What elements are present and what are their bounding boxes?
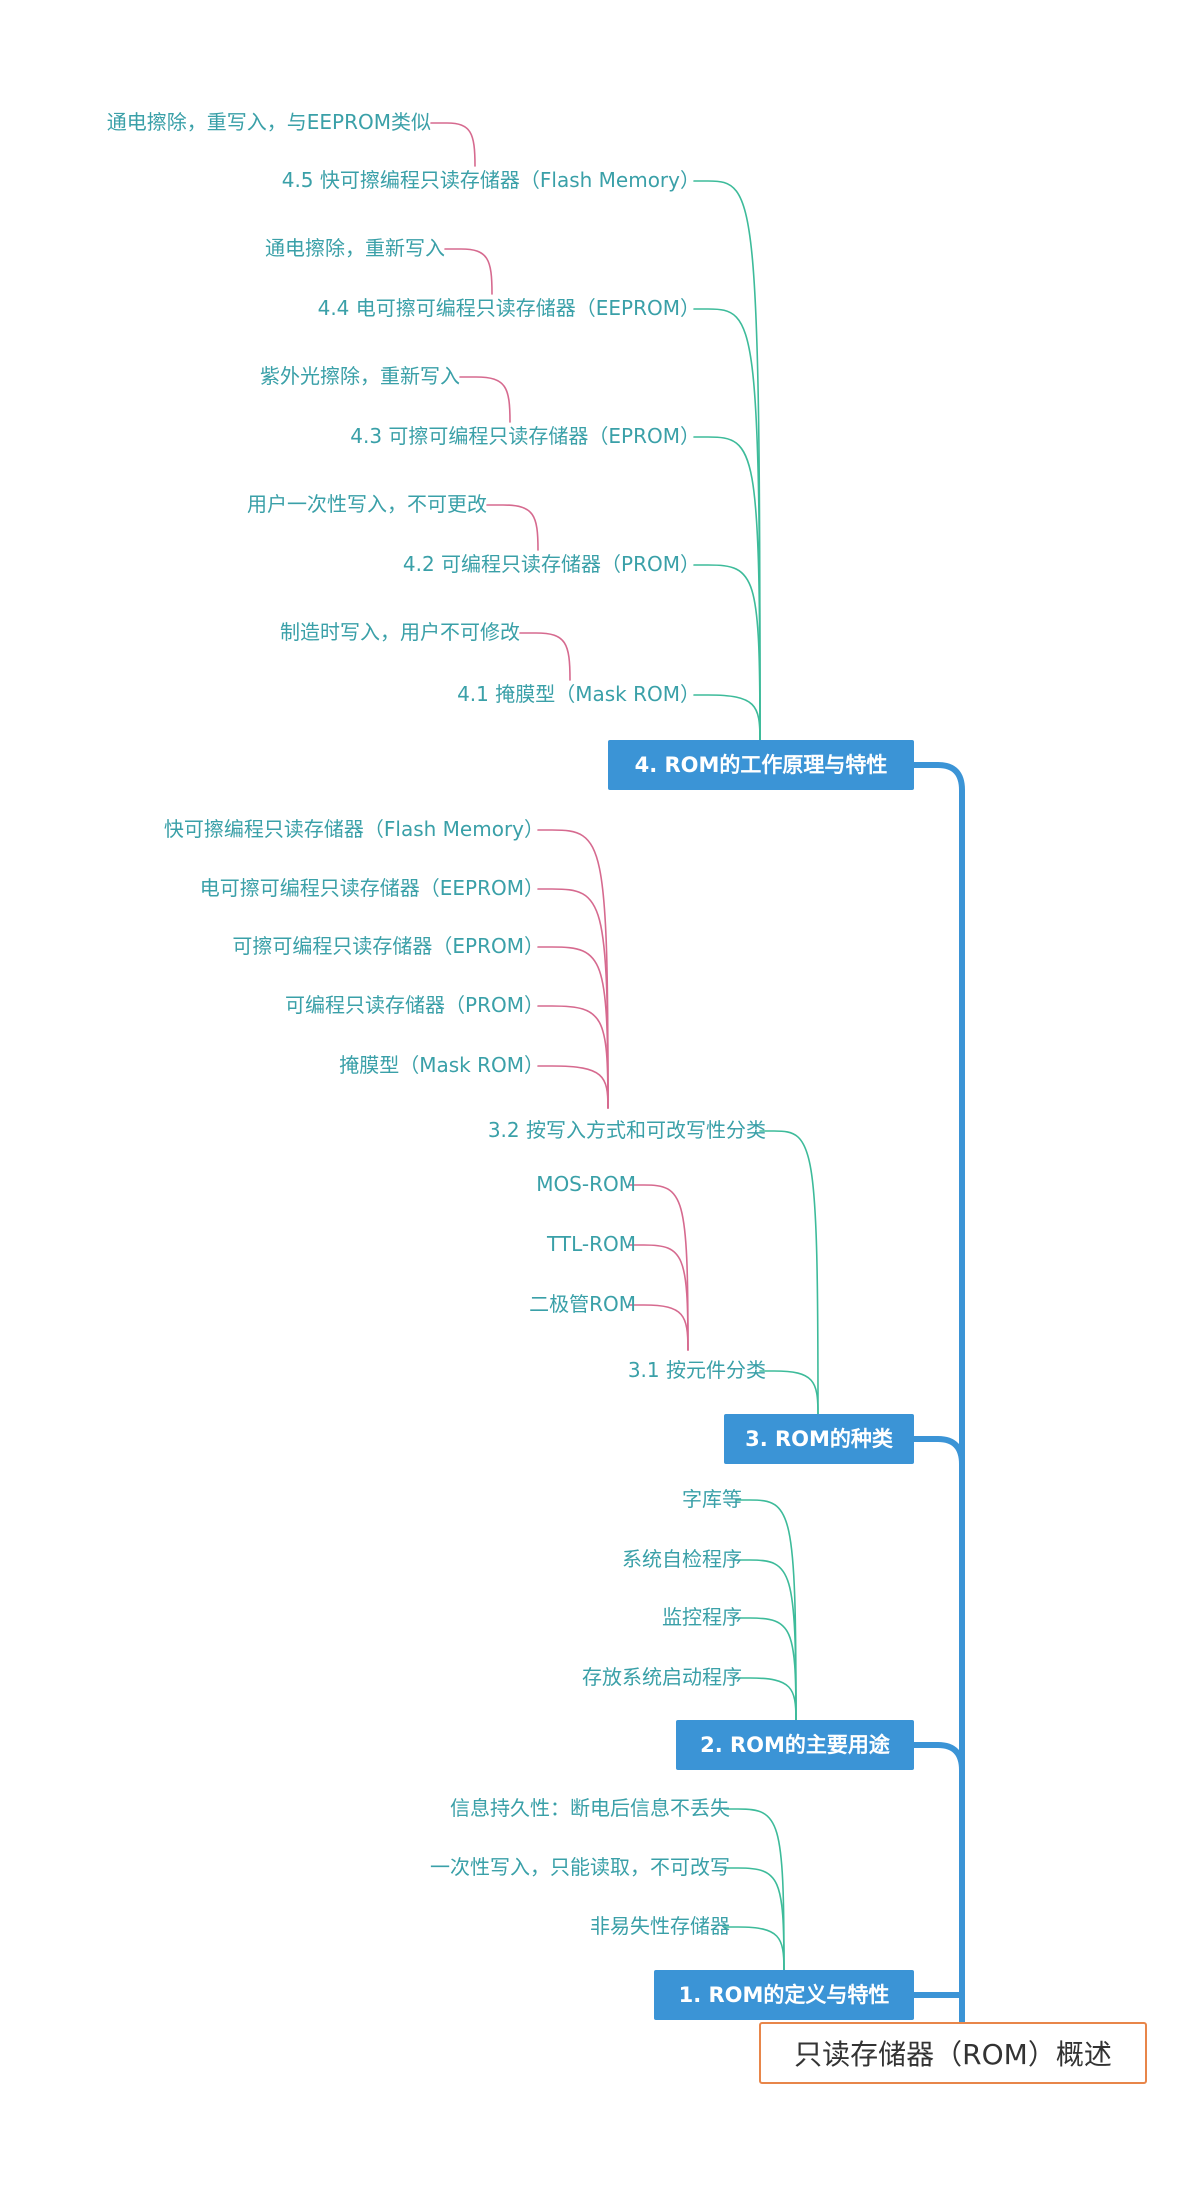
b4-note-link-0 [430,122,476,167]
b3-2-item-link-4 [537,1065,609,1109]
b3-link-3-1 [759,1370,819,1415]
branch-1-node[interactable]: 1. ROM的定义与特性 [654,1970,914,2020]
b4-link-1 [693,308,761,741]
b1-item-write-once[interactable]: 一次性写入，只能读取，不可改写 [430,1855,730,1879]
root-node[interactable]: 只读存储器（ROM）概述 [759,2022,1147,2084]
b2-item-font[interactable]: 字库等 [682,1487,742,1511]
b3-2-item-eeprom[interactable]: 电可擦可编程只读存储器（EEPROM） [199,876,544,900]
b4-note-link-4 [519,632,571,681]
b3-1-item-ttl[interactable]: TTL-ROM [547,1232,636,1256]
b4-note-4-3[interactable]: 紫外光擦除，重新写入 [260,364,460,388]
b1-link-2 [723,1926,785,1971]
b3-1-item-link-1 [629,1244,689,1351]
b3-sub-3-2[interactable]: 3.2 按写入方式和可改写性分类 [487,1118,766,1142]
b4-link-2 [693,436,761,741]
b4-link-0 [693,180,761,741]
b4-link-3 [693,564,761,741]
b2-item-selftest[interactable]: 系统自检程序 [622,1547,742,1571]
b4-sub-4-3[interactable]: 4.3 可擦可编程只读存储器（EPROM） [350,424,700,448]
b1-link-0 [723,1808,785,1971]
trunk-to-b4 [911,762,965,2025]
branch-3-node[interactable]: 3. ROM的种类 [724,1414,914,1464]
b3-2-item-prom[interactable]: 可编程只读存储器（PROM） [285,993,544,1017]
b2-link-1 [735,1559,797,1721]
b3-2-item-link-3 [537,1005,609,1109]
b2-item-boot[interactable]: 存放系统启动程序 [582,1665,742,1689]
trunk-to-b3 [911,1436,965,1467]
b3-1-item-link-2 [629,1304,689,1351]
b4-sub-4-1[interactable]: 4.1 掩膜型（Mask ROM） [457,682,700,706]
b3-1-item-link-0 [629,1184,689,1351]
b4-note-link-2 [459,376,511,423]
b2-link-3 [735,1677,797,1721]
b3-2-item-flash[interactable]: 快可擦编程只读存储器（Flash Memory） [163,817,544,841]
b4-note-4-1[interactable]: 制造时写入，用户不可修改 [280,620,520,644]
b2-item-monitor[interactable]: 监控程序 [662,1605,742,1629]
branch-4-node[interactable]: 4. ROM的工作原理与特性 [608,740,914,790]
b4-sub-4-4[interactable]: 4.4 电可擦可编程只读存储器（EEPROM） [317,296,700,320]
b4-link-4 [693,694,761,741]
b4-sub-4-2[interactable]: 4.2 可编程只读存储器（PROM） [402,552,700,576]
b4-note-link-1 [444,248,493,295]
b3-sub-3-1[interactable]: 3.1 按元件分类 [627,1358,766,1382]
b4-note-4-2[interactable]: 用户一次性写入，不可更改 [247,492,487,516]
b3-2-item-eprom[interactable]: 可擦可编程只读存储器（EPROM） [232,934,544,958]
b1-item-nonvolatile[interactable]: 非易失性存储器 [590,1914,730,1938]
b3-2-item-mask[interactable]: 掩膜型（Mask ROM） [339,1053,544,1077]
b1-item-persistence[interactable]: 信息持久性：断电后信息不丢失 [450,1796,730,1820]
b4-note-link-3 [486,504,539,551]
b3-2-item-link-2 [537,946,609,1109]
b2-link-2 [735,1617,797,1721]
b1-link-1 [723,1867,785,1971]
branch-2-node[interactable]: 2. ROM的主要用途 [676,1720,914,1770]
b4-note-4-4[interactable]: 通电擦除，重新写入 [265,236,445,260]
b2-link-0 [735,1499,797,1721]
b3-1-item-diode[interactable]: 二极管ROM [529,1292,636,1316]
trunk-to-b2 [911,1742,965,1773]
b3-1-item-mos[interactable]: MOS-ROM [536,1172,636,1196]
b3-2-item-link-1 [537,888,609,1109]
b3-link-3-2 [759,1130,819,1415]
b4-sub-4-5[interactable]: 4.5 快可擦编程只读存储器（Flash Memory） [281,168,700,192]
b4-note-4-5[interactable]: 通电擦除，重写入，与EEPROM类似 [106,110,431,134]
